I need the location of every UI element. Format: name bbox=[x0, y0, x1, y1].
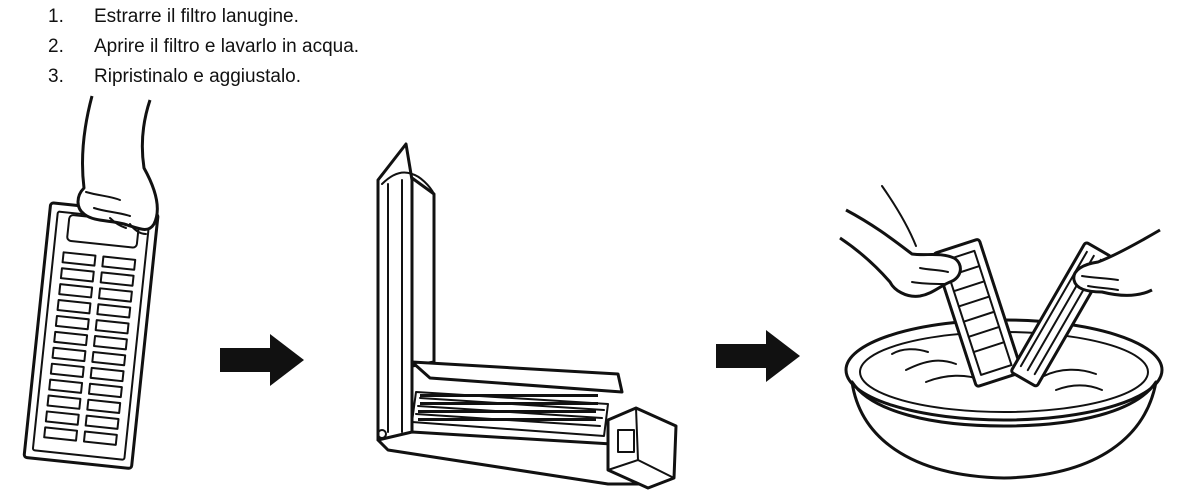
right-arrow-icon bbox=[220, 334, 304, 386]
step-item-2: 2. Aprire il filtro e lavarlo in acqua. bbox=[48, 32, 359, 62]
step-number: 1. bbox=[48, 6, 64, 27]
right-arrow-icon bbox=[716, 330, 800, 382]
step-item-3: 3. Ripristinalo e aggiustalo. bbox=[48, 62, 359, 92]
step-text: Estrarre il filtro lanugine. bbox=[94, 6, 299, 27]
step-number: 2. bbox=[48, 36, 64, 57]
step-item-1: 1. Estrarre il filtro lanugine. bbox=[48, 2, 359, 32]
hand-pulling-lint-filter-illustration bbox=[22, 95, 160, 470]
washing-filter-in-basin-illustration bbox=[839, 185, 1164, 480]
instruction-steps: 1. Estrarre il filtro lanugine. 2. Aprir… bbox=[48, 2, 359, 92]
opened-lint-filter-illustration bbox=[376, 142, 678, 490]
step-number: 3. bbox=[48, 66, 64, 87]
step-text: Ripristinalo e aggiustalo. bbox=[94, 66, 302, 87]
step-text: Aprire il filtro e lavarlo in acqua. bbox=[94, 36, 360, 57]
